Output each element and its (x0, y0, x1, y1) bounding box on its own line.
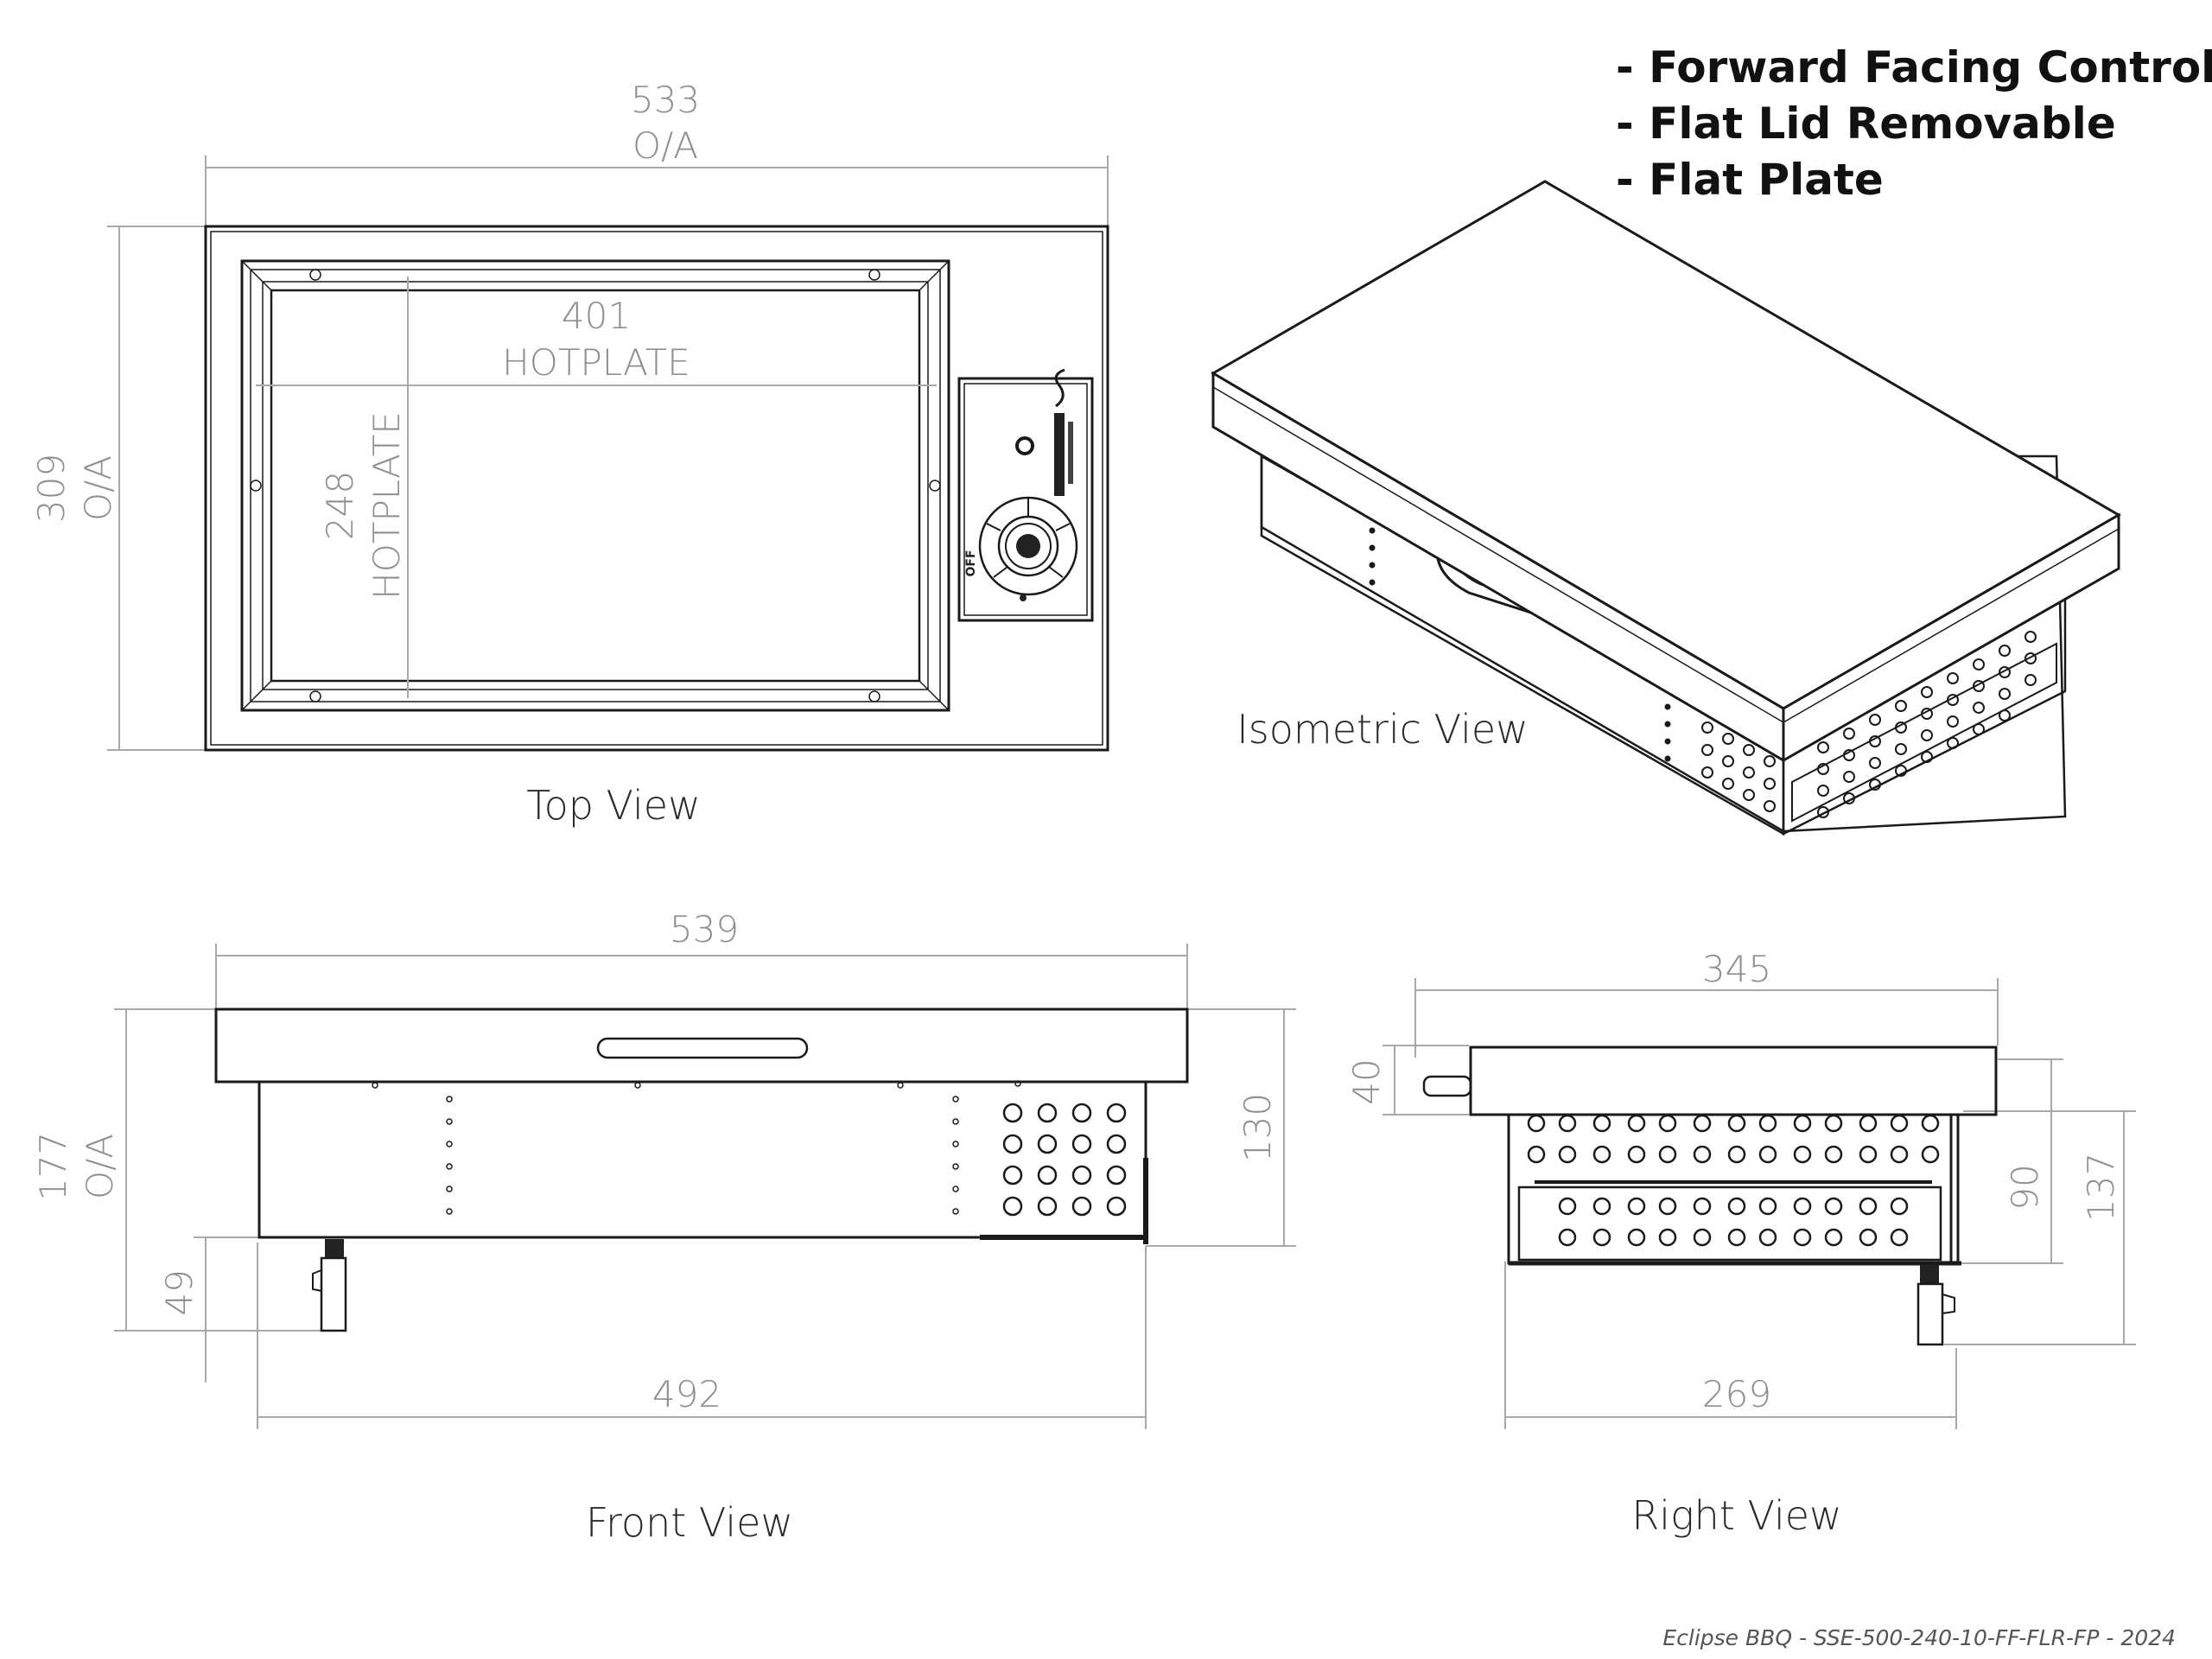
front-view: 539 177 O/A 130 49 492 (32, 908, 1296, 1546)
right-width-value: 345 (1702, 948, 1771, 990)
right-knob (1422, 1075, 1472, 1097)
front-height-dimension: 177 O/A (32, 1008, 321, 1332)
top-plate-frame (240, 259, 950, 712)
right-vent-holes (1527, 1114, 1940, 1247)
feature-flat-lid-removable: - Flat Lid Removable (1616, 99, 2116, 149)
front-body-height-value: 130 (1236, 1093, 1279, 1162)
hotplate-depth-note: HOTPLATE (365, 411, 408, 600)
front-leg-dimension: 49 (158, 1236, 259, 1382)
feature-forward-facing-controls: - Forward Facing Controls (1616, 42, 2212, 92)
brand-logo (1054, 368, 1073, 496)
knob-off-label: OFF (964, 550, 978, 576)
top-view-label: Top View (526, 782, 700, 829)
indicator-light-icon (1015, 436, 1034, 455)
top-control-panel: OFF (957, 368, 1094, 622)
top-view: 533 O/A 309 O/A 401 HO (30, 79, 1109, 829)
front-lid (214, 1007, 1189, 1084)
temperature-knob (978, 496, 1078, 601)
front-body-height-dimension: 130 (1146, 1008, 1296, 1247)
isometric-view: Isometric View (1211, 180, 2121, 836)
iso-front-vents (1369, 527, 1776, 812)
front-base-width-dimension: 492 (257, 1243, 1147, 1429)
front-height-value: 177 (32, 1132, 74, 1201)
hotplate-depth-dimension: 248 HOTPLATE (319, 276, 409, 698)
hotplate-width-dimension: 401 HOTPLATE (256, 295, 937, 386)
front-vent-holes (1002, 1103, 1127, 1217)
front-view-label: Front View (586, 1499, 793, 1546)
front-dots (372, 1080, 1021, 1215)
right-body-value: 90 (2004, 1164, 2046, 1210)
hotplate-width-value: 401 (562, 295, 631, 337)
top-outer-frame (204, 225, 1109, 752)
hotplate-width-note: HOTPLATE (502, 341, 690, 384)
top-depth-note: O/A (77, 455, 119, 521)
right-body-dimension: 90 (1951, 1058, 2063, 1264)
top-depth-value: 309 (30, 454, 73, 523)
right-lid (1469, 1046, 1998, 1116)
feature-list: - Forward Facing Controls - Flat Lid Rem… (1616, 42, 2212, 205)
iso-lid (1211, 180, 2121, 763)
right-leg (1916, 1265, 1955, 1346)
front-base-width-value: 492 (652, 1373, 721, 1415)
right-width-dimension: 345 (1414, 948, 1999, 1058)
top-depth-dimension: 309 O/A (30, 226, 206, 751)
right-knob-value: 40 (1345, 1058, 1388, 1104)
top-width-dimension: 533 O/A (205, 79, 1109, 226)
right-knob-dimension: 40 (1345, 1045, 1469, 1116)
isometric-view-label: Isometric View (1236, 706, 1529, 753)
top-hotplate (270, 289, 921, 683)
iso-side-vents (1791, 631, 2057, 823)
front-width-dimension: 539 (215, 908, 1188, 1009)
right-view-label: Right View (1631, 1492, 1841, 1539)
front-width-value: 539 (670, 908, 739, 950)
right-view: 345 40 90 137 269 (1345, 948, 2136, 1539)
footer-model-code: Eclipse BBQ - SSE-500-240-10-FF-FLR-FP -… (1662, 1625, 2176, 1650)
feature-flat-plate: - Flat Plate (1616, 155, 1884, 205)
right-total-dimension: 137 (1944, 1110, 2136, 1345)
front-leg-value: 49 (158, 1269, 200, 1315)
right-total-value: 137 (2080, 1153, 2122, 1222)
right-base-width-dimension: 269 (1504, 1262, 1957, 1429)
right-base-width-value: 269 (1702, 1373, 1771, 1415)
top-width-value: 533 (631, 79, 700, 121)
front-handle (596, 1037, 809, 1059)
top-width-note: O/A (632, 124, 698, 167)
front-leg (312, 1239, 347, 1332)
front-height-note: O/A (79, 1134, 121, 1199)
hotplate-depth-value: 248 (319, 471, 361, 540)
